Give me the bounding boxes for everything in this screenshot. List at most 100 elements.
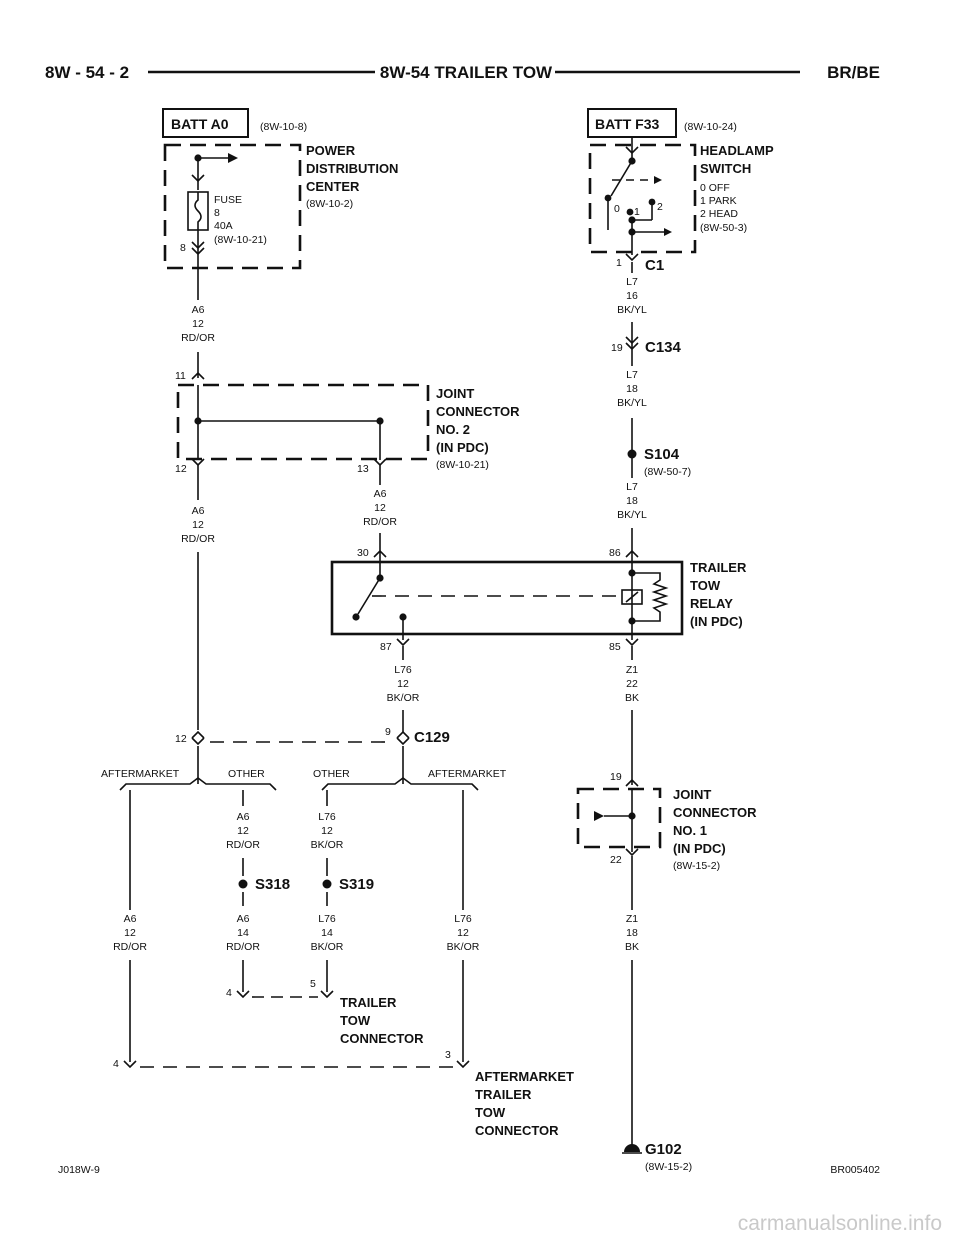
atc-pin-left: 4 (113, 1058, 119, 1070)
svg-text:(IN PDC): (IN PDC) (673, 841, 726, 856)
svg-text:HEADLAMP: HEADLAMP (700, 143, 774, 158)
svg-text:NO. 2: NO. 2 (436, 422, 470, 437)
svg-text:DISTRIBUTION: DISTRIBUTION (306, 161, 398, 176)
c129-pin-right: 9 (385, 726, 391, 738)
wire-l76-other-label: L76 12 BK/OR (311, 811, 344, 851)
joint2-title: JOINT CONNECTOR NO. 2 (IN PDC) (436, 386, 520, 455)
svg-text:POWER: POWER (306, 143, 356, 158)
ttc-title: TRAILER TOW CONNECTOR (340, 995, 424, 1046)
joint1-pin-in: 19 (610, 771, 622, 783)
svg-text:(IN PDC): (IN PDC) (436, 440, 489, 455)
headlamp-switch-title: HEADLAMP SWITCH (700, 143, 774, 176)
s104-ref: (8W-50-7) (644, 466, 691, 478)
svg-text:A6: A6 (237, 811, 250, 823)
svg-text:L76: L76 (318, 811, 336, 823)
joint1-title: JOINT CONNECTOR NO. 1 (IN PDC) (673, 787, 757, 856)
splice-s104: S104 (8W-50-7) (627, 446, 691, 478)
relay-pin-87: 87 (380, 641, 392, 653)
wire-l7-low-label: L7 18 BK/YL (617, 481, 647, 521)
joint-connector-1: 19 22 JOINT CONNECTOR NO. 1 (IN PDC) (8W… (576, 771, 757, 872)
svg-text:RELAY: RELAY (690, 596, 733, 611)
svg-text:14: 14 (237, 927, 249, 939)
ground-g102: G102 (8W-15-2) (622, 1141, 692, 1173)
svg-text:NO. 1: NO. 1 (673, 823, 707, 838)
batt-a0-label: BATT A0 (171, 116, 229, 132)
svg-text:BK/OR: BK/OR (311, 839, 344, 851)
wire-z1-ground-label: Z1 18 BK (625, 913, 639, 953)
svg-text:L7: L7 (626, 481, 638, 493)
svg-text:BK: BK (625, 692, 639, 704)
svg-text:L7: L7 (626, 369, 638, 381)
wire-a6-other-label: A6 12 RD/OR (226, 811, 260, 851)
pdc-title: POWER DISTRIBUTION CENTER (306, 143, 398, 194)
wire-a6-top-label: A6 12 RD/OR (181, 304, 215, 344)
connector-c129: 12 9 C129 (175, 726, 450, 746)
svg-text:BK: BK (625, 941, 639, 953)
trailer-tow-relay: 30 86 87 85 TRAILER TOW RELAY (IN PDC) (330, 547, 747, 653)
svg-text:TRAILER: TRAILER (475, 1087, 532, 1102)
g102-label: G102 (645, 1141, 682, 1158)
svg-text:CENTER: CENTER (306, 179, 360, 194)
batt-f33-block: BATT F33 (8W-10-24) (587, 108, 737, 138)
wire-l76-s319-label: L76 14 BK/OR (311, 913, 344, 953)
joint2-pin-out-left: 12 (175, 463, 187, 475)
s104-label: S104 (644, 446, 680, 463)
svg-text:TOW: TOW (475, 1105, 506, 1120)
svg-text:RD/OR: RD/OR (181, 533, 215, 545)
branch-other-left: OTHER (228, 768, 265, 780)
svg-text:RD/OR: RD/OR (363, 516, 397, 528)
splice-s318: S318 (238, 876, 290, 893)
c129-pin-left: 12 (175, 733, 187, 745)
svg-text:L7: L7 (626, 276, 638, 288)
connector-c134: 19 C134 (611, 336, 682, 356)
joint2-ref: (8W-10-21) (436, 459, 489, 471)
batt-a0-block: BATT A0 (8W-10-8) POWER DISTRIBUTION CEN… (162, 108, 398, 270)
svg-text:CONNECTOR: CONNECTOR (340, 1031, 424, 1046)
svg-text:FUSE: FUSE (214, 194, 242, 206)
svg-text:RD/OR: RD/OR (226, 941, 260, 953)
joint1-pin-out: 22 (610, 854, 622, 866)
svg-text:CONNECTOR: CONNECTOR (673, 805, 757, 820)
branch-aftermarket-left: AFTERMARKET (101, 768, 180, 780)
svg-text:A6: A6 (124, 913, 137, 925)
svg-text:RD/OR: RD/OR (226, 839, 260, 851)
svg-text:TOW: TOW (690, 578, 721, 593)
svg-text:8: 8 (214, 207, 220, 219)
svg-text:18: 18 (626, 383, 638, 395)
wire-l76-after-label: L76 12 BK/OR (447, 913, 480, 953)
s318-label: S318 (255, 876, 290, 893)
splice-s319: S319 (322, 876, 374, 893)
svg-text:18: 18 (626, 495, 638, 507)
wire-a6-s318-label: A6 14 RD/OR (226, 913, 260, 953)
svg-text:12: 12 (397, 678, 409, 690)
joint1-ref: (8W-15-2) (673, 860, 720, 872)
svg-text:BK/OR: BK/OR (311, 941, 344, 953)
footer-right-code: BR005402 (830, 1164, 880, 1176)
model-code: BR/BE (827, 63, 880, 82)
svg-text:BK/YL: BK/YL (617, 397, 647, 409)
svg-text:L76: L76 (454, 913, 472, 925)
footer-left-code: J018W-9 (58, 1164, 100, 1176)
svg-text:BK/YL: BK/YL (617, 509, 647, 521)
svg-text:12: 12 (192, 318, 204, 330)
svg-text:BK/YL: BK/YL (617, 304, 647, 316)
svg-text:Z1: Z1 (626, 664, 638, 676)
svg-text:22: 22 (626, 678, 638, 690)
pdc-boundary (163, 143, 302, 270)
c134-pin: 19 (611, 342, 623, 354)
c129-label: C129 (414, 729, 450, 746)
svg-text:TRAILER: TRAILER (690, 560, 747, 575)
hs-pos-1: 1 (634, 206, 640, 218)
svg-text:16: 16 (626, 290, 638, 302)
atc-pin-right: 3 (445, 1049, 451, 1061)
wire-a6-left-label: A6 12 RD/OR (181, 505, 215, 545)
relay-coil-icon (621, 589, 643, 605)
svg-text:BK/OR: BK/OR (387, 692, 420, 704)
wire-a6-after-label: A6 12 RD/OR (113, 913, 147, 953)
relay-pin-85: 85 (609, 641, 621, 653)
hs-pin: 1 (616, 257, 622, 269)
svg-text:12: 12 (374, 502, 386, 514)
svg-text:2 HEAD: 2 HEAD (700, 208, 738, 220)
headlamp-switch-positions: 0 OFF 1 PARK 2 HEAD (700, 182, 738, 220)
